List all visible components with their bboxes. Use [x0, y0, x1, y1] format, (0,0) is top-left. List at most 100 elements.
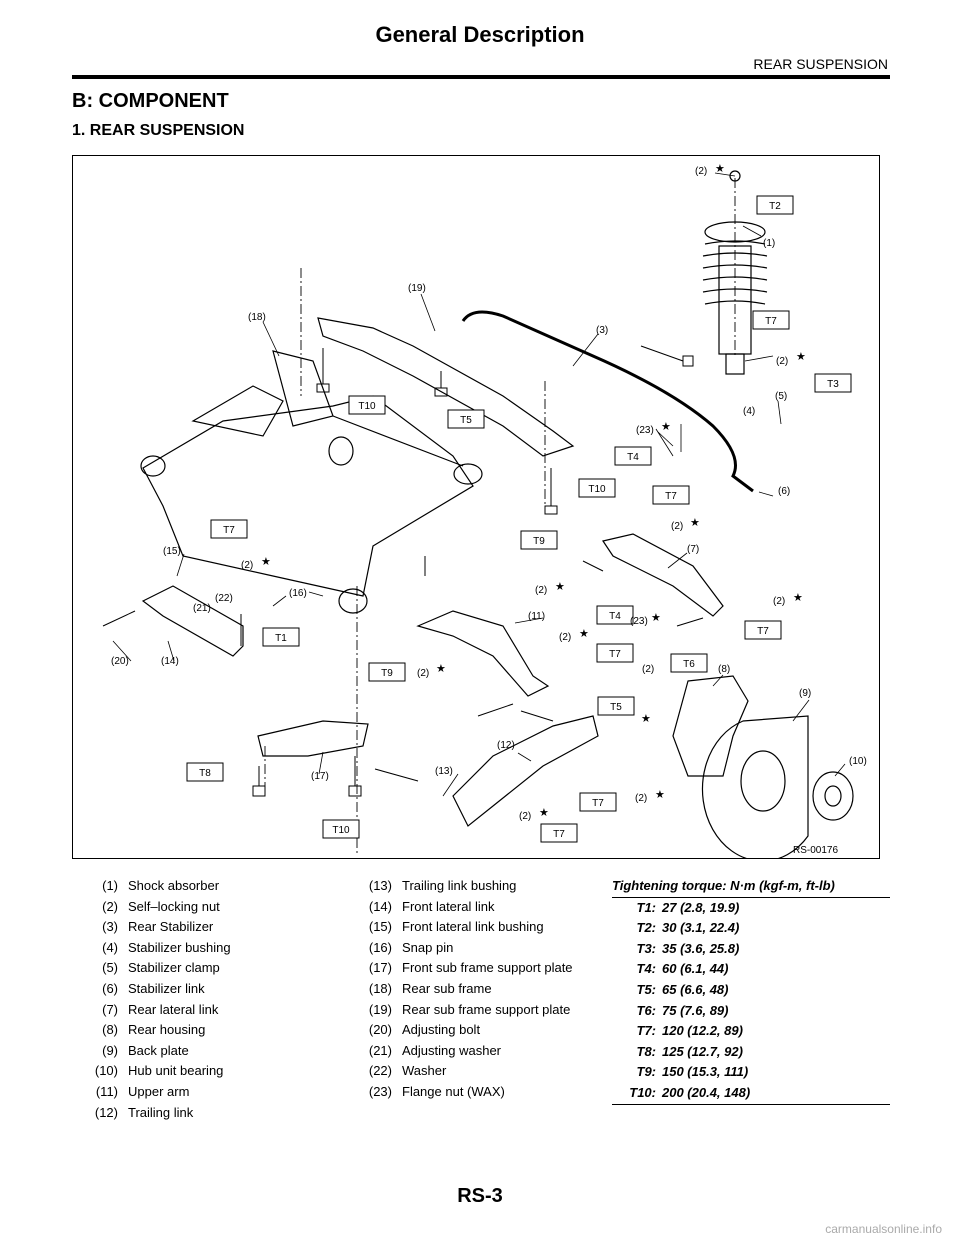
callout-label: (19) — [408, 283, 426, 294]
svg-text:★: ★ — [793, 591, 803, 604]
figure-code: RS-00176 — [793, 845, 838, 856]
legend-row: (4)Stabilizer bushing — [102, 939, 231, 955]
callout-label: (23) — [630, 616, 648, 627]
callout-label: (11) — [528, 611, 545, 622]
suspension-drawing: T2 T7 T3 T10 T5 T4 T10 T7 T7 T9 T4 T7 T1… — [102, 162, 867, 858]
torque-label: T4 — [609, 611, 621, 622]
torque-label: T7 — [553, 829, 565, 840]
legend-row: (6)Stabilizer link — [102, 980, 205, 996]
legend-row: (7)Rear lateral link — [102, 1001, 219, 1017]
front-support-plate-shape — [257, 720, 369, 757]
torque-row: T6:75 (7.6, 89) — [636, 1002, 729, 1018]
torque-table: Tightening torque: N·m (kgf-m, ft-lb) T1… — [612, 876, 890, 1105]
legend-row: (2)Self–locking nut — [102, 898, 220, 914]
torque-label: T1 — [275, 633, 287, 644]
torque-row: T9:150 (15.3, 111) — [636, 1064, 749, 1080]
page-title: General Description — [375, 22, 585, 47]
svg-text:★: ★ — [436, 662, 446, 675]
suspension-diagram: T2 T7 T3 T10 T5 T4 T10 T7 T7 T9 T4 T7 T1… — [72, 155, 880, 859]
legend-row: (8)Rear housing — [102, 1022, 206, 1038]
watermark[interactable]: carmanualsonline.info — [825, 1222, 942, 1236]
torque-box-t5 — [597, 696, 635, 716]
torque-label: T8 — [199, 768, 211, 779]
torque-label: T9 — [533, 536, 545, 547]
callout-label: (8) — [718, 664, 730, 675]
callout-label: (2) — [635, 793, 647, 804]
torque-label: T4 — [627, 452, 639, 463]
torque-label: T7 — [757, 626, 769, 637]
svg-text:★: ★ — [661, 420, 671, 433]
torque-box-t9 — [520, 530, 558, 550]
legend-row: (23)Flange nut (WAX) — [368, 1083, 505, 1099]
rear-housing-shape — [672, 675, 749, 777]
stabilizer-shape — [461, 310, 754, 493]
rear-sub-frame-shape — [140, 350, 483, 614]
callout-label: (4) — [743, 406, 755, 417]
svg-text:★: ★ — [261, 555, 271, 568]
legend-row: (17)Front sub frame support plate — [368, 960, 573, 976]
torque-label: T7 — [592, 798, 604, 809]
legend-row: (3)Rear Stabilizer — [102, 919, 214, 935]
callout-label: (6) — [778, 486, 790, 497]
svg-text:★: ★ — [641, 712, 651, 725]
legend-row: (5)Stabilizer clamp — [102, 960, 220, 976]
legend-row: (1)Shock absorber — [102, 878, 220, 893]
torque-label: T6 — [683, 659, 695, 670]
rear-lateral-link-shape — [602, 533, 724, 617]
torque-label: T3 — [827, 379, 839, 390]
torque-heading: Tightening torque: N·m (kgf-m, ft-lb) — [612, 876, 890, 898]
torque-row: T1:27 (2.8, 19.9) — [636, 899, 740, 915]
hub-shape — [812, 771, 854, 821]
svg-text:★: ★ — [796, 350, 806, 363]
torque-box-t5 — [447, 409, 485, 429]
callout-label: (2) — [695, 166, 707, 177]
torque-box-t7 — [752, 310, 790, 330]
torque-label: T5 — [610, 702, 622, 713]
svg-text:★: ★ — [579, 627, 589, 640]
torque-row: T4:60 (6.1, 44) — [636, 961, 729, 977]
page-number: RS-3 — [457, 1185, 503, 1207]
section-title: B: COMPONENT — [72, 90, 229, 112]
callout-label: (13) — [435, 766, 453, 777]
callout-label: (7) — [687, 544, 699, 555]
legend-row: (15)Front lateral link bushing — [368, 919, 544, 935]
callout-label: (23) — [636, 425, 654, 436]
legend-row: (12)Trailing link — [94, 1104, 194, 1120]
torque-box-t2 — [756, 195, 794, 215]
torque-row: T8:125 (12.7, 92) — [636, 1043, 743, 1059]
shock-absorber-shape — [702, 170, 768, 375]
svg-text:★: ★ — [655, 788, 665, 801]
callout-label: (2) — [773, 596, 785, 607]
legend-row: (13)Trailing link bushing — [368, 878, 517, 893]
torque-row: T3:35 (3.6, 25.8) — [636, 940, 740, 956]
torque-box-t7 — [652, 485, 690, 505]
callout-label: (10) — [849, 756, 867, 767]
torque-row: T2:30 (3.1, 22.4) — [636, 920, 740, 936]
callout-label: (12) — [497, 740, 515, 751]
section-subtitle: 1. REAR SUSPENSION — [72, 122, 245, 139]
torque-label: T2 — [769, 201, 781, 212]
legend-row: (14)Front lateral link — [368, 898, 495, 914]
torque-box-t9 — [368, 662, 406, 682]
callout-label: (3) — [596, 325, 608, 336]
torque-label: T10 — [332, 825, 350, 836]
legend-row: (19)Rear sub frame support plate — [368, 1001, 571, 1017]
callout-label: (16) — [289, 588, 307, 599]
upper-arm-shape — [416, 610, 550, 697]
callout-label: (9) — [799, 688, 811, 699]
callout-label: (2) — [241, 560, 253, 571]
callout-label: (15) — [163, 546, 181, 557]
back-plate-shape — [701, 715, 809, 858]
callout-label: (5) — [775, 391, 787, 402]
legend-row: (10)Hub unit bearing — [94, 1063, 224, 1079]
torque-box-t3 — [814, 373, 852, 393]
legend-row: (22)Washer — [368, 1063, 447, 1079]
legend-row: (11)Upper arm — [95, 1083, 190, 1099]
page-subtitle: REAR SUSPENSION — [753, 56, 888, 72]
torque-label: T10 — [358, 401, 376, 412]
front-lateral-link-shape — [141, 585, 244, 657]
callout-label: (14) — [161, 656, 179, 667]
torque-label: T7 — [609, 649, 621, 660]
torque-row: T7:120 (12.2, 89) — [636, 1023, 743, 1039]
torque-label: T7 — [665, 491, 677, 502]
